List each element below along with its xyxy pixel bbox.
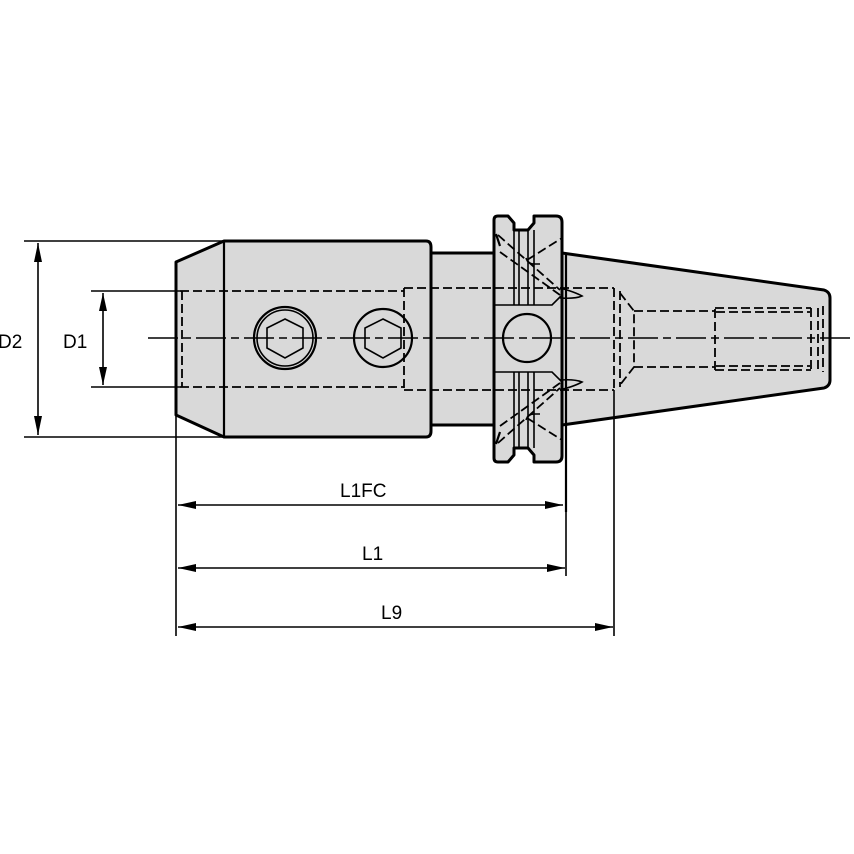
dimension-label-l9: L9	[381, 603, 402, 624]
dimension-label-d2: D2	[0, 332, 22, 353]
dimension-label-l1: L1	[362, 544, 383, 565]
dimension-d2	[24, 240, 224, 438]
hidden-bore-lines	[180, 287, 824, 391]
dimension-l9	[178, 623, 613, 631]
dimension-l1fc	[178, 501, 563, 509]
dimension-label-l1fc: L1FC	[340, 481, 386, 502]
dimension-l1	[178, 564, 565, 572]
v-groove-flange	[492, 214, 584, 512]
dimension-label-d1: D1	[63, 332, 87, 353]
dimension-d1	[91, 290, 180, 388]
taper-shank	[560, 251, 832, 427]
holder-neck	[429, 251, 496, 427]
